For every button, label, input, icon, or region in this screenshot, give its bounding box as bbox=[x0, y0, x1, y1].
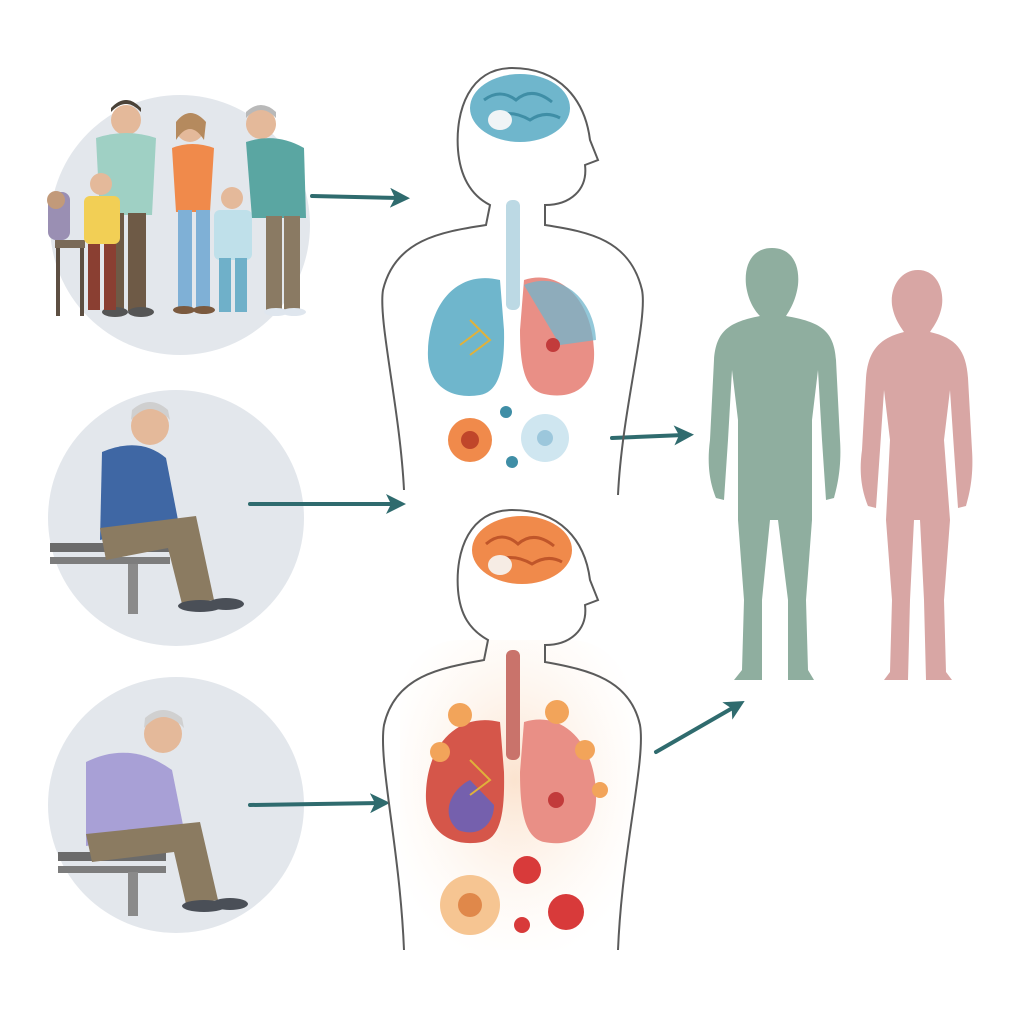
adult-icon bbox=[172, 113, 215, 314]
trachea bbox=[506, 200, 520, 310]
elderly-man-icon bbox=[86, 710, 248, 912]
elderly-man-icon bbox=[100, 402, 244, 612]
seated-person-icon bbox=[47, 191, 85, 316]
arrow-scene3-to-body bbox=[248, 793, 390, 814]
arrow-inflamed-to-outcome bbox=[654, 701, 745, 754]
adult-icon bbox=[246, 105, 306, 316]
body-outline bbox=[381, 509, 642, 951]
child-icon bbox=[214, 187, 252, 312]
arrow-scene1-to-body bbox=[310, 187, 410, 208]
trachea bbox=[506, 650, 520, 760]
body-outline bbox=[381, 67, 644, 496]
scene-isolated-elder-2 bbox=[48, 677, 304, 933]
body-inflamed bbox=[381, 509, 642, 951]
outcome-female bbox=[860, 270, 973, 680]
outcome-male bbox=[708, 248, 841, 680]
virus-icon bbox=[440, 856, 584, 935]
brain-icon bbox=[470, 74, 570, 142]
lungs-icon bbox=[427, 277, 596, 396]
scene-social-group bbox=[47, 95, 310, 355]
body-healthy bbox=[381, 67, 644, 496]
brain-icon bbox=[472, 516, 572, 584]
child-icon bbox=[84, 173, 120, 310]
scene-isolated-elder-1 bbox=[48, 390, 304, 646]
male-silhouette-icon bbox=[708, 248, 841, 680]
female-silhouette-icon bbox=[860, 270, 973, 680]
virus-icon bbox=[430, 700, 608, 798]
immune-cell-icon bbox=[448, 406, 569, 468]
